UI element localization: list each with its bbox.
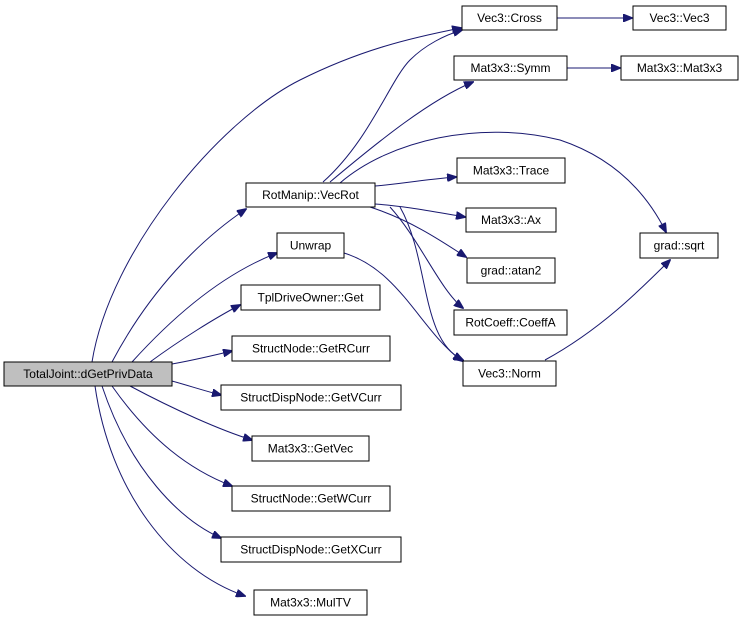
edge-norm-sqrt xyxy=(544,260,670,361)
node-label: StructDispNode::GetXCurr xyxy=(240,543,381,557)
edge-root-rcurr xyxy=(171,351,232,365)
node-mat3x3[interactable]: Mat3x3::Mat3x3 xyxy=(620,55,739,81)
edge-vecrot-symm xyxy=(329,82,473,183)
node-label: TotalJoint::dGetPrivData xyxy=(23,367,153,381)
edge-root-multv xyxy=(94,385,245,596)
edge-root-vecrot xyxy=(111,209,246,363)
node-label: StructDispNode::GetVCurr xyxy=(240,391,381,405)
node-label: grad::atan2 xyxy=(481,264,542,278)
node-trace[interactable]: Mat3x3::Trace xyxy=(456,157,566,184)
edge-vecrot-ax xyxy=(374,203,465,217)
node-label: Mat3x3::Trace xyxy=(473,164,550,178)
edge-vecrot-coeffa xyxy=(389,206,463,308)
edge-unwrap-norm xyxy=(343,252,462,361)
edge-vecrot-cross xyxy=(322,30,462,183)
node-label: Vec3::Norm xyxy=(478,367,541,381)
node-label: Mat3x3::Symm xyxy=(470,61,550,75)
edge-vecrot-norm xyxy=(399,206,463,360)
edge-vecrot-trace xyxy=(374,177,456,187)
node-label: Vec3::Vec3 xyxy=(649,11,709,25)
edge-root-getvec xyxy=(129,385,252,440)
node-tpl[interactable]: TplDriveOwner::Get xyxy=(240,284,381,311)
node-vcurr[interactable]: StructDispNode::GetVCurr xyxy=(220,384,402,411)
edge-root-vcurr xyxy=(171,380,221,395)
node-atan2[interactable]: grad::atan2 xyxy=(466,257,556,284)
node-label: RotCoeff::CoeffA xyxy=(465,316,555,330)
node-label: Unwrap xyxy=(290,239,332,253)
node-vecrot[interactable]: RotManip::VecRot xyxy=(245,182,376,208)
node-label: RotManip::VecRot xyxy=(262,188,359,202)
edge-root-tpl xyxy=(149,305,240,363)
node-label: Mat3x3::Ax xyxy=(481,213,541,227)
node-label: grad::sqrt xyxy=(654,239,705,253)
node-label: StructNode::GetRCurr xyxy=(252,342,370,356)
node-xcurr[interactable]: StructDispNode::GetXCurr xyxy=(220,536,402,563)
node-coeffa[interactable]: RotCoeff::CoeffA xyxy=(453,309,568,336)
node-rcurr[interactable]: StructNode::GetRCurr xyxy=(231,335,391,362)
edges xyxy=(91,18,670,596)
edge-root-cross xyxy=(91,28,461,363)
node-label: Mat3x3::Mat3x3 xyxy=(637,61,723,75)
node-label: Vec3::Cross xyxy=(477,11,542,25)
edge-root-wcurr xyxy=(111,385,232,486)
node-label: TplDriveOwner::Get xyxy=(257,291,364,305)
node-label: StructNode::GetWCurr xyxy=(251,492,372,506)
node-sqrt[interactable]: grad::sqrt xyxy=(639,232,719,259)
edge-root-unwrap xyxy=(131,253,277,363)
node-norm[interactable]: Vec3::Norm xyxy=(462,360,557,387)
node-symm[interactable]: Mat3x3::Symm xyxy=(453,55,568,81)
edge-root-xcurr xyxy=(101,385,221,538)
node-label: Mat3x3::MulTV xyxy=(270,596,351,610)
edge-vecrot-sqrt xyxy=(339,131,666,232)
node-root[interactable]: TotalJoint::dGetPrivData xyxy=(3,361,173,387)
node-unwrap[interactable]: Unwrap xyxy=(276,232,345,259)
node-label: Mat3x3::GetVec xyxy=(268,442,353,456)
node-getvec[interactable]: Mat3x3::GetVec xyxy=(251,435,370,462)
node-multv[interactable]: Mat3x3::MulTV xyxy=(253,589,368,616)
edge-vecrot-atan2 xyxy=(369,206,466,257)
node-cross[interactable]: Vec3::Cross xyxy=(461,5,558,31)
node-wcurr[interactable]: StructNode::GetWCurr xyxy=(231,485,391,512)
node-vec3[interactable]: Vec3::Vec3 xyxy=(632,5,727,31)
node-ax[interactable]: Mat3x3::Ax xyxy=(465,207,557,233)
